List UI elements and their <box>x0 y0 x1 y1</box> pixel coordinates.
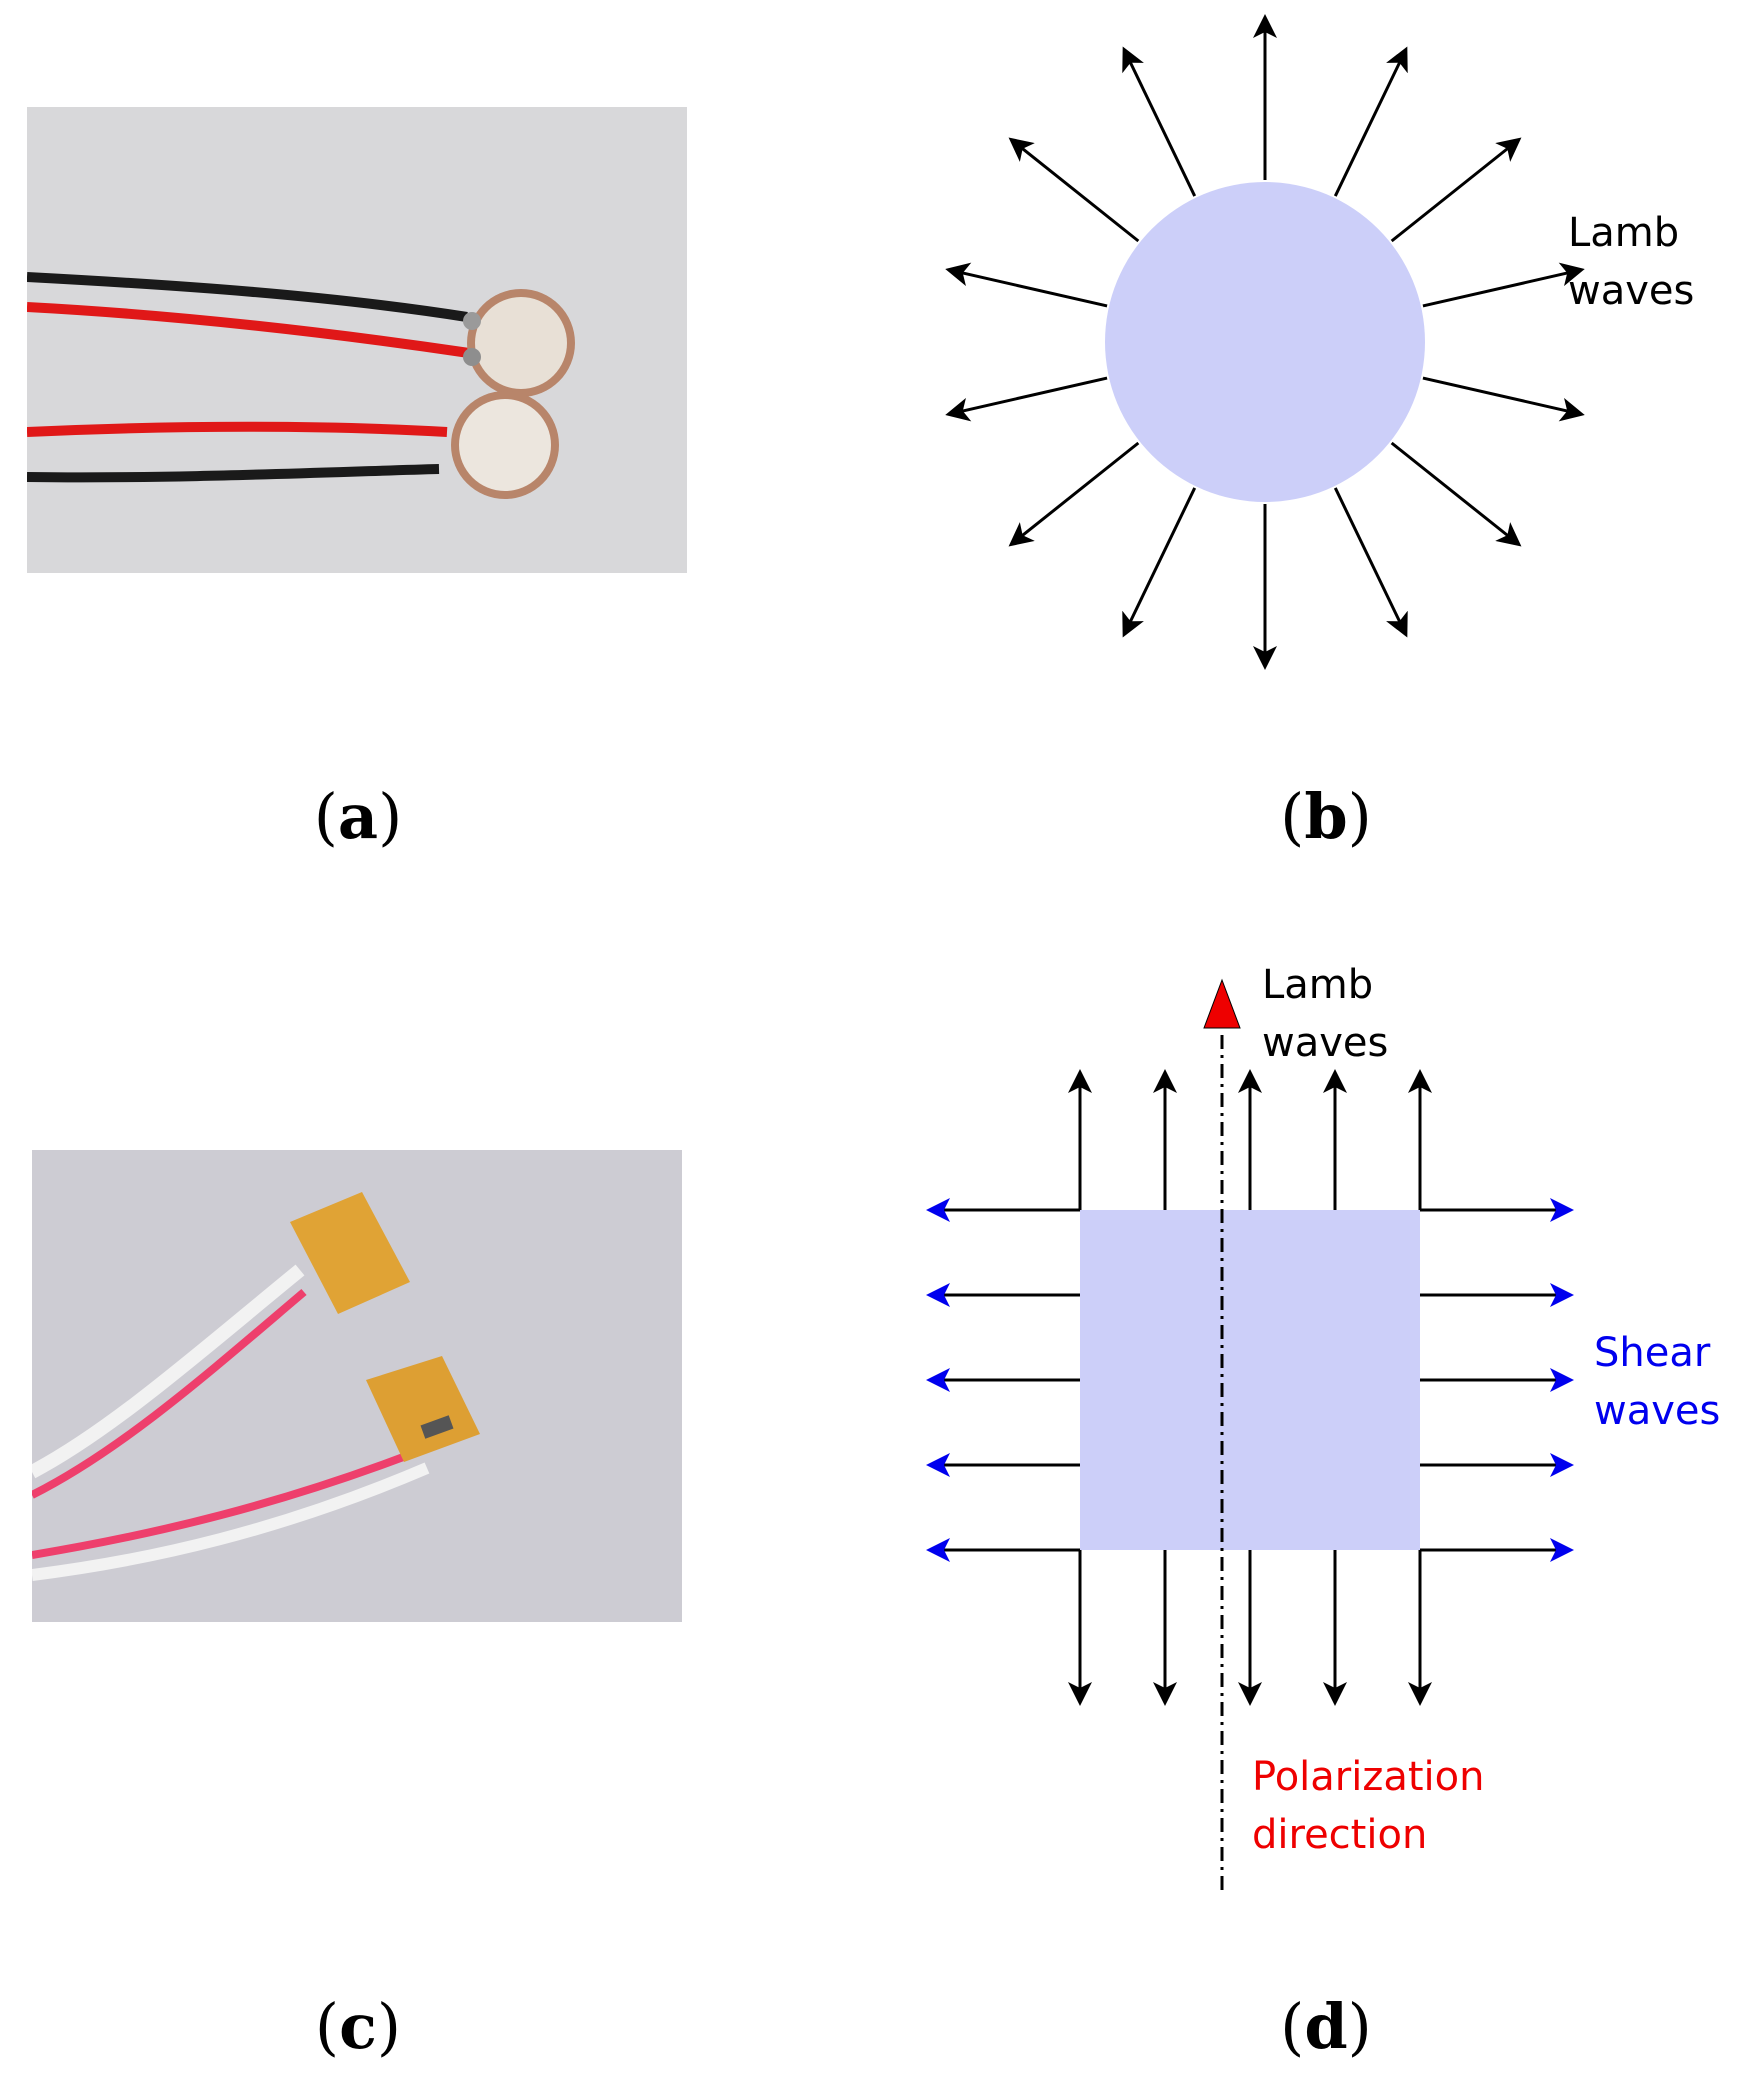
caption-c: (c) <box>314 1990 402 2063</box>
white-wire-upper <box>32 1264 305 1479</box>
radial-arrow <box>1422 262 1585 308</box>
shear-waves-label-line1: Shear <box>1594 1330 1711 1376</box>
diagram-square-shear-waves: Lamb waves Shear waves Polarization dire… <box>926 962 1720 1890</box>
shear-wave-arrows <box>926 1198 1574 1562</box>
caption-a: (a) <box>313 780 403 853</box>
radial-arrow <box>1008 137 1140 243</box>
photo-square-shear-patches <box>32 1150 682 1622</box>
radial-arrow <box>1422 376 1585 422</box>
polarization-direction-label-line2: direction <box>1252 1812 1427 1858</box>
pink-wire-lower <box>32 1442 434 1559</box>
red-wire-lower <box>27 421 448 437</box>
shear-patch-upper <box>290 1192 410 1314</box>
shear-patch-lower <box>366 1356 480 1462</box>
solder-point-upper-1 <box>463 312 481 330</box>
photo-circular-piezo-discs <box>27 107 687 573</box>
lamb-waves-label-line1: Lamb <box>1568 210 1679 256</box>
radial-arrow <box>1122 487 1197 638</box>
radial-arrow <box>1333 46 1408 197</box>
pink-wire-upper <box>32 1288 307 1499</box>
black-wire-lower <box>27 464 440 483</box>
polarization-direction-label-line1: Polarization <box>1252 1754 1484 1800</box>
piezo-disc-upper-ceramic <box>475 297 567 389</box>
radial-arrow <box>1390 441 1522 547</box>
shear-waves-label-line2: waves <box>1594 1388 1720 1434</box>
piezo-disc-lower-ceramic <box>459 399 551 491</box>
lamb-waves-label-d-line2: waves <box>1262 1020 1388 1066</box>
radial-arrow <box>945 262 1108 308</box>
solder-tab-lower <box>420 1415 454 1439</box>
radial-arrow <box>1333 487 1408 638</box>
radial-arrow <box>1008 441 1140 547</box>
radial-arrows <box>945 14 1585 670</box>
lamb-waves-label-d-line1: Lamb <box>1262 962 1373 1008</box>
white-wire-lower <box>32 1462 430 1581</box>
polarization-red-arrowhead <box>1203 978 1241 1029</box>
circular-transducer <box>1105 182 1425 502</box>
radial-arrow <box>1390 137 1522 243</box>
lamb-wave-arrows <box>1068 1069 1432 1706</box>
lamb-waves-label-line2: waves <box>1568 268 1694 314</box>
solder-point-upper-2 <box>463 348 481 366</box>
diagram-circular-lamb-waves: Lamb waves <box>945 14 1694 670</box>
red-wire-upper <box>27 302 470 358</box>
radial-arrow <box>1122 46 1197 197</box>
caption-d: (d) <box>1280 1990 1372 2063</box>
square-transducer <box>1080 1210 1420 1550</box>
radial-arrow <box>945 376 1108 422</box>
caption-b: (b) <box>1280 780 1372 853</box>
black-wire-upper <box>27 272 468 322</box>
